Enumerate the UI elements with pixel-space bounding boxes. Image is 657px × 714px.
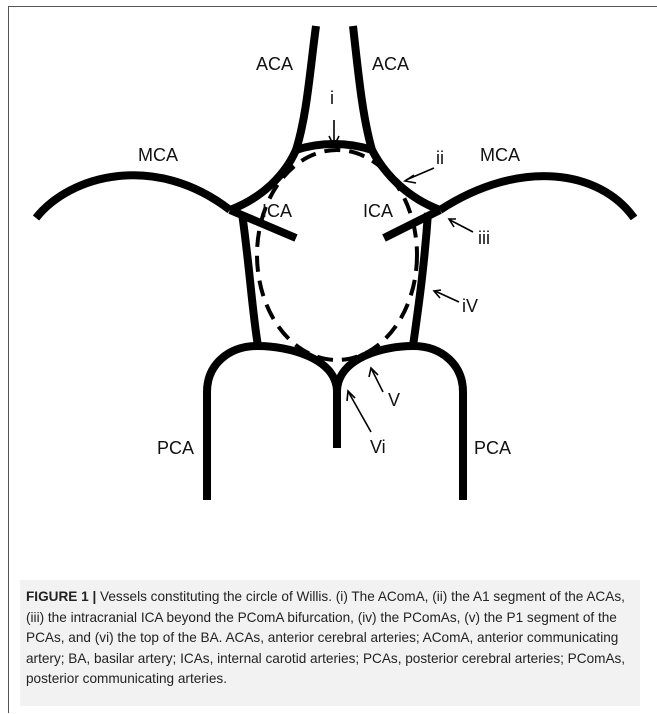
aca-left-vessel [296,26,316,150]
label-roman-i: i [330,88,334,108]
circle-of-willis-outline [257,150,417,360]
label-roman-iv: iV [462,296,478,316]
mca-right-vessel [440,176,634,218]
arrow-iii [449,219,473,232]
label-ica-left: ICA [262,201,292,221]
pca-right-vessel [337,346,463,500]
label-ica-right: ICA [363,201,393,221]
circle-of-willis-diagram: ACA ACA i MCA MCA ii ICA ICA iii iV V Vi… [0,0,657,560]
label-roman-ii: ii [436,148,444,168]
label-aca-left: ACA [256,54,293,74]
pca-left-vessel [207,346,337,500]
label-pca-left: PCA [157,438,194,458]
mca-left-vessel [36,175,230,218]
label-roman-v: V [388,390,400,410]
label-pca-right: PCA [474,438,511,458]
label-roman-iii: iii [478,228,490,248]
label-roman-vi: Vi [370,437,386,457]
label-aca-right: ACA [372,54,409,74]
pcoma-left-vessel [242,213,258,346]
arrow-v [369,368,383,392]
label-mca-left: MCA [138,145,178,165]
arrow-iv [434,290,459,302]
figure-label: FIGURE 1 | [26,589,96,604]
arrow-vi [347,391,371,432]
caption-text: Vessels constituting the circle of Willi… [26,589,625,686]
arrow-ii [405,168,434,183]
figure-caption: FIGURE 1 | Vessels constituting the circ… [26,587,638,690]
aca-right-vessel [353,26,372,150]
label-mca-right: MCA [480,145,520,165]
